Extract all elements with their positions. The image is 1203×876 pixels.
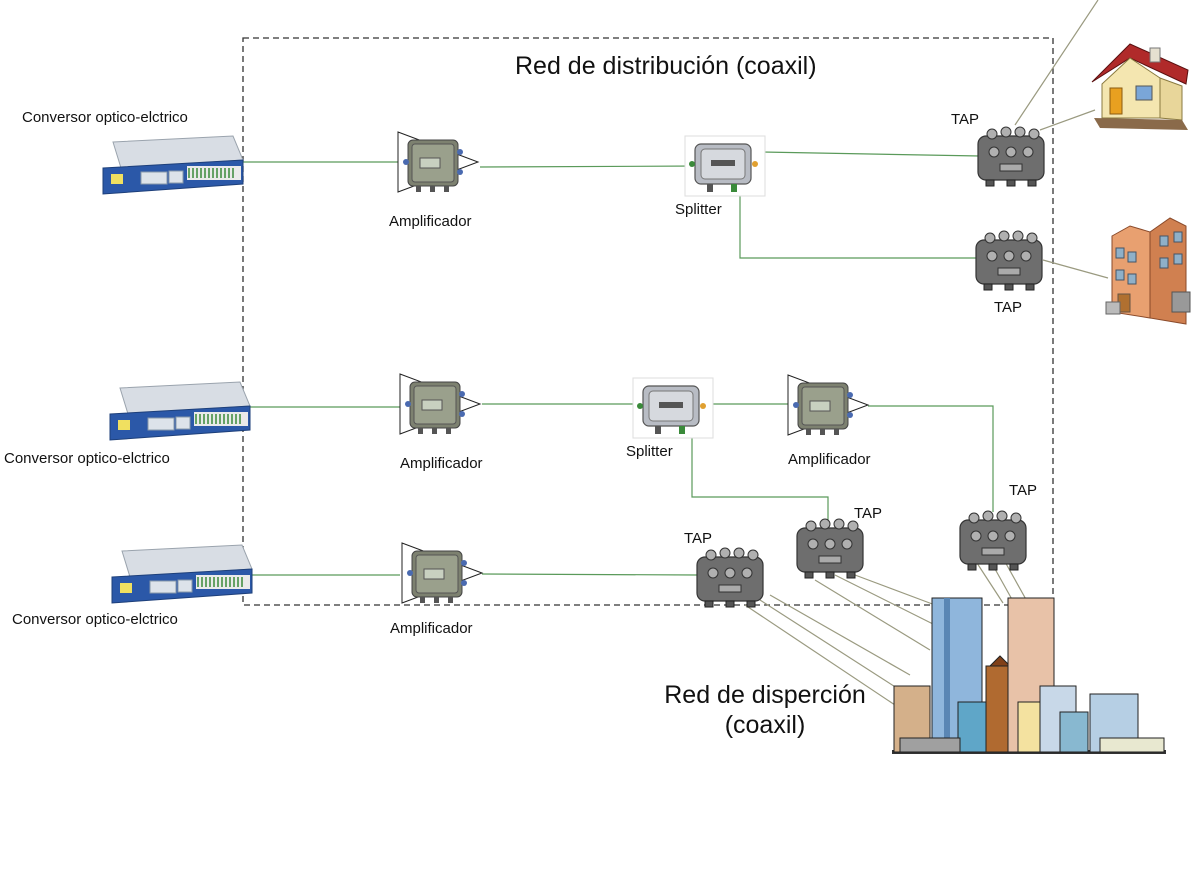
tap-icon [977,126,1045,187]
converter-label: Conversor optico-elctrico [22,109,188,126]
coax-links [243,151,994,576]
tap-icon [796,518,864,579]
amplifier-icon [787,374,869,436]
tap-label: TAP [1009,482,1038,499]
splitter-icon [684,135,766,197]
dispersion-title-line1: Red de disperción [664,681,866,709]
distribution-network-title: Red de distribución (coaxil) [515,52,817,80]
rack-converter-icon [109,381,251,441]
amplifier-icon [401,542,483,604]
city-skyline-icon [892,597,1166,754]
tap-label: TAP [684,530,713,547]
house-icon [1091,43,1189,130]
converter-label: Conversor optico-elctrico [4,450,170,467]
amplifier-icon [397,131,479,193]
apartment-building-icon [1105,217,1191,325]
amplifier-label: Amplificador [390,620,473,637]
amplifier-label: Amplificador [788,451,871,468]
tap-icon [959,510,1027,571]
rack-converter-icon [111,544,253,604]
dispersion-network-title: Red de disperción (coaxil) [640,680,890,740]
tap-label: TAP [994,299,1023,316]
drop-links [744,0,1109,706]
tap-icon [696,547,764,608]
dispersion-title-line2: (coaxil) [724,711,806,739]
distribution-boundary [242,37,1054,606]
splitter-icon [632,377,714,439]
amplifier-label: Amplificador [389,213,472,230]
splitter-label: Splitter [626,443,673,460]
amplifier-label: Amplificador [400,455,483,472]
tap-label: TAP [951,111,980,128]
amplifier-icon [399,373,481,435]
tap-label: TAP [854,505,883,522]
tap-icon [975,230,1043,291]
converter-label: Conversor optico-elctrico [12,611,178,628]
splitter-label: Splitter [675,201,722,218]
rack-converter-icon [102,135,244,195]
